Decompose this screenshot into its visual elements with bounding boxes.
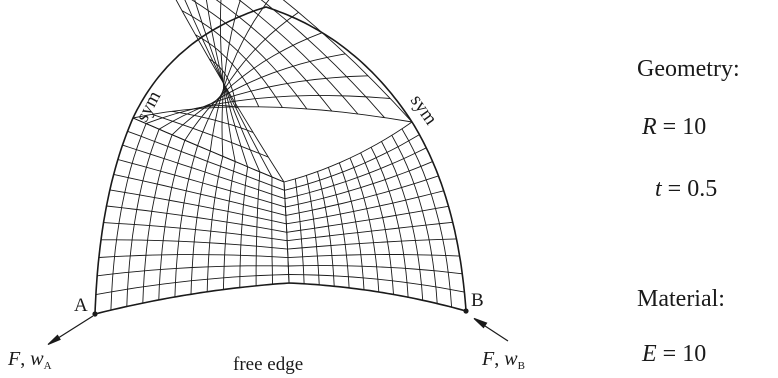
geometry-heading: Geometry: <box>637 56 740 82</box>
shell-outline <box>94 6 467 316</box>
material-heading: Material: <box>637 286 725 312</box>
mesh-line <box>288 265 463 275</box>
mesh-line <box>175 0 285 183</box>
load-label-b: F, wB <box>481 348 525 372</box>
mesh-line <box>215 0 333 112</box>
mesh-line <box>171 110 254 133</box>
point-b-marker <box>463 308 469 314</box>
mesh-line <box>95 274 289 296</box>
mesh-line <box>94 117 134 315</box>
radius-equation: R = 10 <box>642 114 707 140</box>
mesh-line <box>238 0 359 115</box>
mesh-line <box>284 134 420 191</box>
mesh-line <box>283 121 413 183</box>
mesh-line <box>127 130 285 191</box>
mesh-line <box>158 75 369 130</box>
mesh-line <box>132 117 285 183</box>
mesh-line <box>327 167 350 288</box>
mesh-line <box>205 0 249 167</box>
point-a-marker <box>92 311 98 317</box>
free-edge-label: free edge <box>233 354 303 375</box>
mesh-line <box>184 32 323 141</box>
modulus-equation: E = 10 <box>642 341 707 367</box>
thickness-equation: t = 0.5 <box>655 176 718 202</box>
mesh-line <box>287 238 457 250</box>
mesh-line <box>222 161 236 290</box>
mesh-line <box>194 0 261 173</box>
mesh-line <box>117 159 286 208</box>
mesh-line <box>219 0 236 162</box>
mesh-line <box>287 254 460 259</box>
mesh-line <box>122 144 286 200</box>
mesh-line <box>338 162 365 290</box>
mesh-line <box>97 265 289 277</box>
mesh-line <box>184 0 273 178</box>
mesh-line <box>401 128 453 308</box>
load-label-a: F, wA <box>7 348 52 372</box>
mesh-line <box>317 171 335 287</box>
mesh-line <box>195 34 260 107</box>
mesh-line <box>171 53 346 136</box>
symmetry-label-right: sym <box>406 91 441 129</box>
mesh-line <box>271 176 273 285</box>
load-arrow-b <box>473 317 509 342</box>
load-arrow-a <box>47 315 94 346</box>
point-b-label: B <box>471 290 484 311</box>
point-a-label: A <box>74 295 88 316</box>
mesh-line <box>288 274 465 293</box>
mesh-line <box>206 156 224 292</box>
mesh-line <box>282 0 413 123</box>
mesh-line <box>94 282 290 315</box>
mesh-line <box>260 0 385 118</box>
shell-mesh <box>94 0 467 315</box>
mesh-line <box>284 147 427 200</box>
